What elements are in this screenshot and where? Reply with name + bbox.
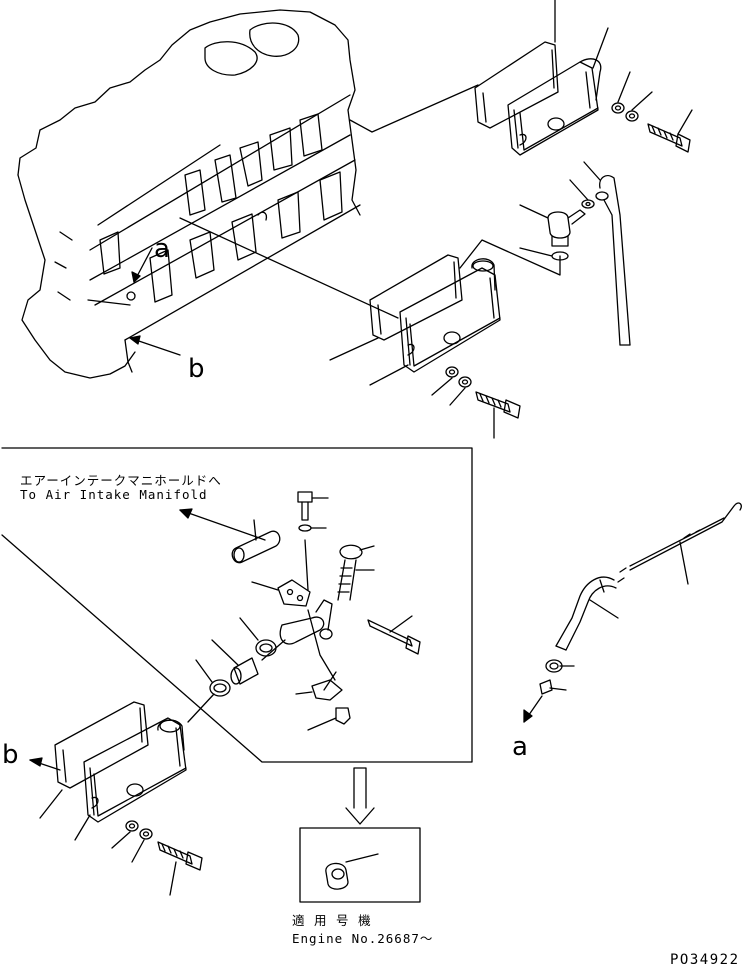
leader-line xyxy=(74,814,91,841)
applicable-label-jp: 適 用 号 機 xyxy=(292,913,372,928)
leader-line xyxy=(329,337,379,361)
leader-line xyxy=(631,91,653,111)
leader-line xyxy=(261,639,286,661)
leader-line xyxy=(459,239,561,276)
lower-side-cover xyxy=(54,701,187,823)
applicable-label-en: Engine No.26687～ xyxy=(292,931,434,946)
arrow-head xyxy=(523,709,533,723)
connector-pipe xyxy=(279,539,336,681)
leader-line xyxy=(589,599,619,619)
manifold-label-jp: エアーインテークマニホールドへ xyxy=(20,473,222,488)
variant-box xyxy=(299,827,421,903)
clamp-lower xyxy=(209,679,231,697)
dipstick-guide xyxy=(555,576,617,651)
bolt-lower xyxy=(157,841,203,871)
ref-label-a: a xyxy=(154,234,170,264)
leader-line xyxy=(239,617,259,641)
leader-line xyxy=(617,71,631,103)
leader-line xyxy=(549,687,567,691)
arrow-head xyxy=(179,508,193,519)
flange xyxy=(277,579,311,607)
detail-frame xyxy=(1,447,473,763)
leader-line xyxy=(345,853,379,863)
leader-line xyxy=(431,377,453,396)
leader-line xyxy=(569,179,589,201)
upper-side-cover xyxy=(474,41,602,156)
leader-line xyxy=(295,691,313,695)
rubber-coupling xyxy=(230,657,259,685)
leader-line xyxy=(187,693,215,723)
leader-line xyxy=(307,717,337,731)
washer-lower xyxy=(125,820,153,840)
dipstick xyxy=(617,502,742,583)
drawing-code: PO34922 xyxy=(670,952,740,968)
leader-line xyxy=(592,27,609,69)
fitting-lower xyxy=(311,671,351,725)
leader-line xyxy=(359,545,375,551)
bolt-upper xyxy=(647,123,691,153)
bolt-middle xyxy=(475,391,521,419)
engine-block xyxy=(17,9,361,379)
cap xyxy=(337,544,363,601)
leader-line xyxy=(519,204,549,219)
leader-line xyxy=(253,519,257,541)
ref-label-b: b xyxy=(188,354,205,384)
leader-line xyxy=(369,364,409,386)
middle-side-cover xyxy=(369,254,501,373)
small-bolt xyxy=(297,491,313,532)
arrow-to-manifold xyxy=(179,509,266,541)
leader-line xyxy=(131,839,145,863)
leader-line xyxy=(211,639,239,666)
leader-line xyxy=(519,247,553,257)
leader-line xyxy=(169,861,177,896)
leader-line xyxy=(195,659,213,683)
arrow-head xyxy=(131,271,141,283)
ref-label-a-dipstick: a xyxy=(512,732,528,762)
arrow-head xyxy=(29,757,43,767)
arrow-head xyxy=(129,335,141,345)
leader-line xyxy=(251,581,279,591)
leader-line xyxy=(677,109,693,135)
long-bolt xyxy=(367,619,421,655)
washer-upper xyxy=(611,102,639,122)
variant-fitting xyxy=(325,862,349,890)
leader-line xyxy=(179,217,399,319)
manifold-label-en: To Air Intake Manifold xyxy=(20,487,208,502)
washer-middle xyxy=(445,366,472,388)
breather-pipe xyxy=(547,174,631,346)
clamp-upper xyxy=(255,639,277,657)
guide-nipple xyxy=(539,679,553,695)
variant-arrow xyxy=(345,767,375,825)
leader-line xyxy=(349,84,479,133)
ref-label-b-lower: b xyxy=(2,740,19,770)
leader-line xyxy=(389,615,413,633)
leader-line xyxy=(679,541,689,585)
leader-line xyxy=(111,831,131,849)
leader-line xyxy=(39,789,63,819)
leader-line xyxy=(449,387,466,406)
hose xyxy=(231,530,281,564)
leader-line xyxy=(583,161,601,181)
